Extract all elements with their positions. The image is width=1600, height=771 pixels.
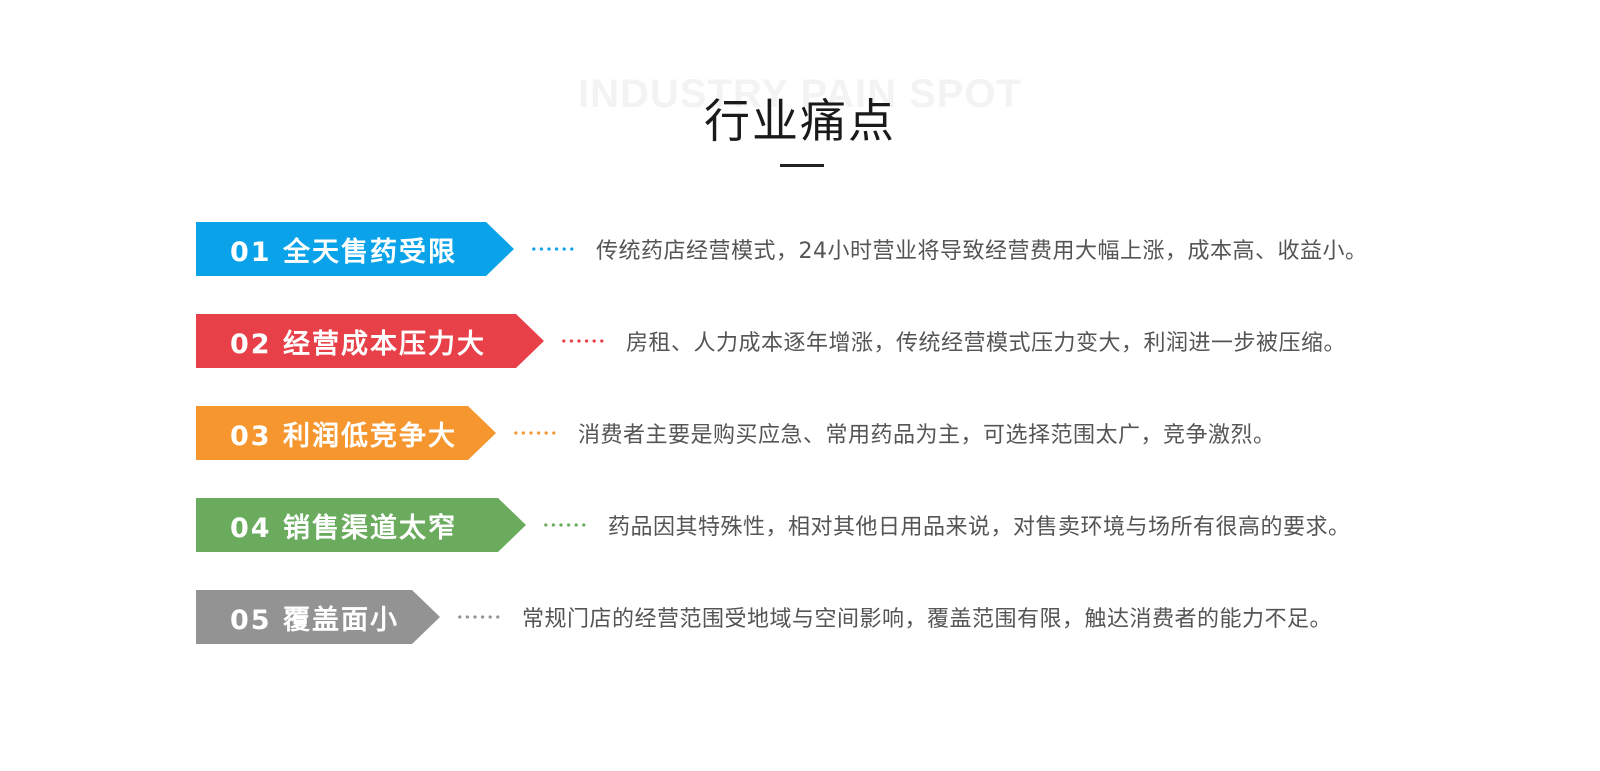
title-underline (780, 164, 824, 167)
pain-point-row: 02 经营成本压力大 房租、人力成本逐年增涨，传统经营模式压力变大，利润进一步被… (196, 314, 1346, 368)
pain-point-description: 传统药店经营模式，24小时营业将导致经营费用大幅上涨，成本高、收益小。 (596, 239, 1368, 264)
pain-point-tag: 02 经营成本压力大 (196, 314, 544, 368)
pain-point-description: 常规门店的经营范围受地域与空间影响，覆盖范围有限，触达消费者的能力不足。 (522, 607, 1333, 632)
pain-point-row: 04 销售渠道太窄 药品因其特殊性，相对其他日用品来说，对售卖环境与场所有很高的… (196, 498, 1351, 552)
pain-point-row: 03 利润低竞争大 消费者主要是购买应急、常用药品为主，可选择范围太广，竞争激烈… (196, 406, 1276, 460)
dotted-connector (530, 247, 576, 251)
dotted-connector (456, 615, 502, 619)
pain-point-tag: 01 全天售药受限 (196, 222, 514, 276)
dotted-connector (560, 339, 606, 343)
pain-point-description: 消费者主要是购买应急、常用药品为主，可选择范围太广，竞争激烈。 (578, 423, 1276, 448)
dotted-connector (512, 431, 558, 435)
title-watermark: INDUSTRY PAIN SPOT (578, 72, 1022, 116)
pain-point-tag: 03 利润低竞争大 (196, 406, 496, 460)
pain-point-description: 药品因其特殊性，相对其他日用品来说，对售卖环境与场所有很高的要求。 (608, 515, 1351, 540)
pain-point-tag: 05 覆盖面小 (196, 590, 440, 644)
pain-point-tag: 04 销售渠道太窄 (196, 498, 526, 552)
page-title: 行业痛点 (704, 94, 896, 148)
pain-point-row: 01 全天售药受限 传统药店经营模式，24小时营业将导致经营费用大幅上涨，成本高… (196, 222, 1368, 276)
pain-point-description: 房租、人力成本逐年增涨，传统经营模式压力变大，利润进一步被压缩。 (626, 331, 1347, 356)
dotted-connector (542, 523, 588, 527)
pain-point-row: 05 覆盖面小 常规门店的经营范围受地域与空间影响，覆盖范围有限，触达消费者的能… (196, 590, 1332, 644)
